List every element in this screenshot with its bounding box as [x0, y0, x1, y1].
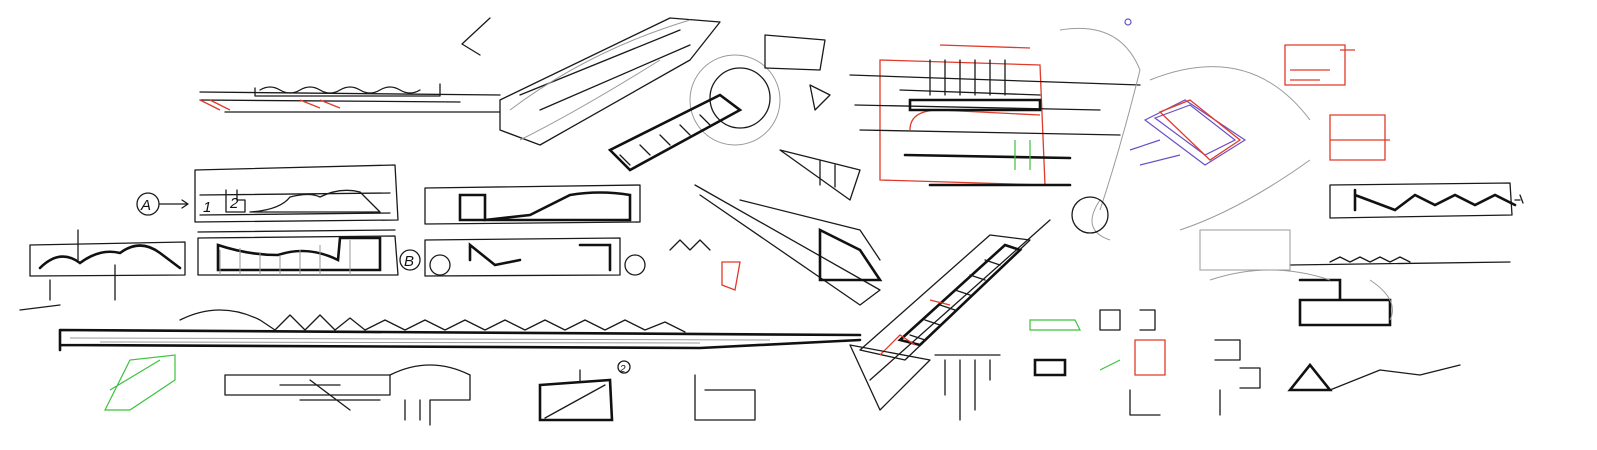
section-b-label: B [404, 253, 414, 270]
section-a-panel: A 1 2 B [136, 164, 421, 276]
diagonal-ramp-sketches [669, 149, 883, 306]
right-sketches [1199, 44, 1517, 416]
plan-block-red [849, 27, 1141, 241]
panel-2-label: 2 [229, 195, 239, 212]
lower-left-sketches: 2 [104, 354, 756, 426]
circled-2-label: 2 [619, 364, 626, 375]
tick-mark [1514, 194, 1524, 204]
stair-perspective [849, 219, 1051, 411]
purple-perspective [1124, 18, 1311, 231]
perspective-volume-top [499, 17, 831, 172]
long-base-section [58, 309, 862, 352]
section-left [19, 229, 186, 311]
section-a-label: A [140, 197, 151, 214]
bottom-middle-elevations [934, 309, 1166, 421]
long-section-top [199, 17, 501, 113]
section-middle [424, 184, 646, 277]
panel-1-label: 1 [203, 199, 211, 216]
